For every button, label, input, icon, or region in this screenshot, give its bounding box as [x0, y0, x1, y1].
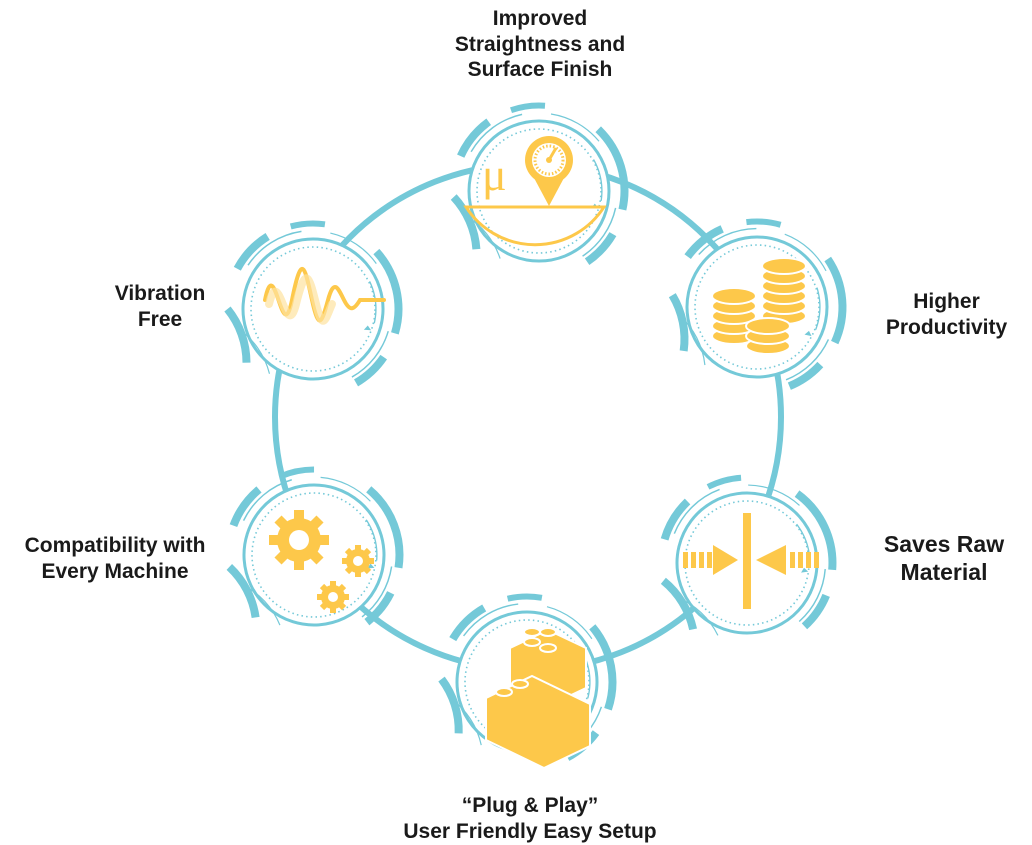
label-line: Productivity — [885, 315, 1008, 339]
label-line: Improved — [492, 7, 588, 30]
building-blocks-icon — [485, 627, 591, 770]
label-higher-productivity: Higher Productivity — [864, 289, 1029, 340]
coin-stacks-icon — [711, 257, 807, 355]
label-saves-raw-material: Saves Raw Material — [858, 530, 1030, 586]
micron-gauge-icon: μ — [463, 136, 607, 247]
label-line: User Friendly Easy Setup — [403, 819, 657, 843]
gears-icon — [269, 510, 374, 613]
label-line: Surface Finish — [467, 58, 613, 82]
svg-text:μ: μ — [482, 149, 507, 200]
label-line: Compatibility with — [24, 534, 206, 557]
label-line: Higher — [913, 290, 980, 313]
label-compatibility: Compatibility with Every Machine — [4, 533, 226, 584]
label-improved-straightness: Improved Straightness and Surface Finish — [400, 6, 680, 83]
label-line: Every Machine — [41, 559, 189, 583]
converging-arrows-icon — [683, 513, 819, 609]
label-vibration-free: Vibration Free — [100, 281, 220, 332]
label-line: Vibration — [114, 282, 206, 305]
label-line: “Plug & Play” — [461, 794, 599, 817]
label-line: Saves Raw — [883, 531, 1005, 557]
label-line: Straightness and — [454, 32, 626, 56]
vibration-wave-icon — [263, 266, 386, 325]
badge-higher-productivity — [659, 206, 859, 394]
label-plug-and-play: “Plug & Play” User Friendly Easy Setup — [380, 793, 680, 844]
label-line: Free — [137, 307, 183, 331]
label-line: Material — [900, 559, 988, 586]
